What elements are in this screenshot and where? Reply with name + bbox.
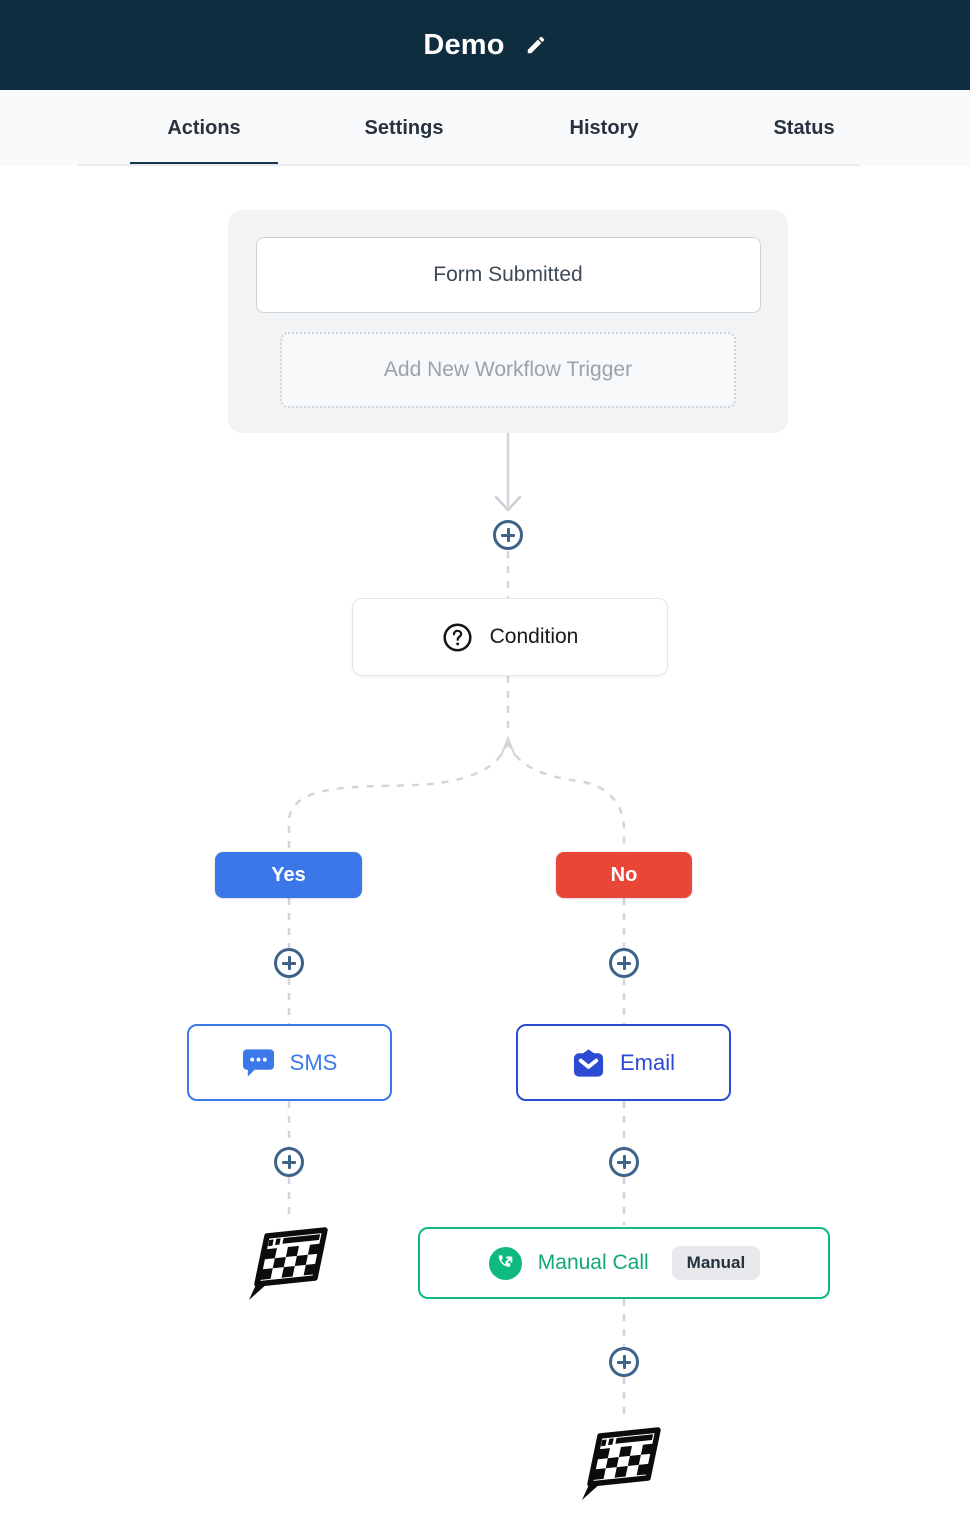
- pencil-icon: [525, 34, 547, 56]
- checkered-flag-icon: [247, 1224, 331, 1306]
- branch-yes-label: Yes: [271, 863, 306, 886]
- email-action-node[interactable]: Email: [516, 1024, 731, 1101]
- sms-label: SMS: [289, 1049, 338, 1075]
- plus-icon: [617, 1355, 631, 1369]
- edit-title-button[interactable]: [525, 34, 547, 56]
- branch-yes-chip[interactable]: Yes: [215, 852, 362, 898]
- tabbar-divider: [78, 164, 860, 166]
- tab-actions-label: Actions: [167, 116, 241, 139]
- email-label: Email: [619, 1049, 675, 1075]
- phone-outgoing-icon: [488, 1246, 523, 1281]
- add-step-button-yes-1[interactable]: [274, 948, 304, 978]
- tab-actions[interactable]: Actions: [104, 90, 304, 166]
- add-workflow-trigger-button[interactable]: Add New Workflow Trigger: [280, 332, 736, 408]
- add-step-button-no-3[interactable]: [609, 1347, 639, 1377]
- tab-history-label: History: [569, 116, 639, 139]
- trigger-group: Form Submitted Add New Workflow Trigger: [228, 210, 788, 433]
- add-step-button-no-2[interactable]: [609, 1147, 639, 1177]
- tab-status-label: Status: [773, 116, 835, 139]
- tab-status[interactable]: Status: [704, 90, 904, 166]
- branch-no-label: No: [610, 863, 638, 886]
- tab-settings[interactable]: Settings: [304, 90, 504, 166]
- tab-history[interactable]: History: [504, 90, 704, 166]
- trigger-title: Form Submitted: [433, 263, 583, 286]
- tab-settings-label: Settings: [364, 116, 444, 139]
- condition-node[interactable]: Condition: [352, 598, 668, 676]
- add-step-button-yes-2[interactable]: [274, 1147, 304, 1177]
- sms-action-node[interactable]: SMS: [187, 1024, 392, 1101]
- trigger-form-submitted[interactable]: Form Submitted: [255, 237, 761, 313]
- manual-call-action-node[interactable]: Manual Call Manual: [418, 1227, 830, 1299]
- workflow-canvas: Form Submitted Add New Workflow Trigger …: [0, 166, 970, 1528]
- envelope-icon: [572, 1048, 605, 1078]
- plus-icon: [501, 528, 515, 542]
- plus-icon: [282, 956, 296, 970]
- plus-icon: [617, 956, 631, 970]
- chat-bubble-icon: [242, 1047, 275, 1079]
- plus-icon: [617, 1155, 631, 1169]
- workflow-header: Demo: [0, 0, 970, 90]
- manual-call-label: Manual Call: [537, 1251, 649, 1274]
- tab-bar: Actions Settings History Status: [0, 90, 970, 166]
- manual-badge: Manual: [671, 1246, 761, 1280]
- add-step-button-no-1[interactable]: [609, 948, 639, 978]
- plus-icon: [282, 1155, 296, 1169]
- question-circle-icon: [442, 622, 473, 653]
- condition-label: Condition: [489, 625, 579, 648]
- workflow-title: Demo: [423, 28, 505, 61]
- add-trigger-label: Add New Workflow Trigger: [383, 358, 633, 381]
- add-step-button-after-trigger[interactable]: [493, 520, 523, 550]
- branch-no-chip[interactable]: No: [556, 852, 692, 898]
- checkered-flag-icon: [580, 1424, 664, 1506]
